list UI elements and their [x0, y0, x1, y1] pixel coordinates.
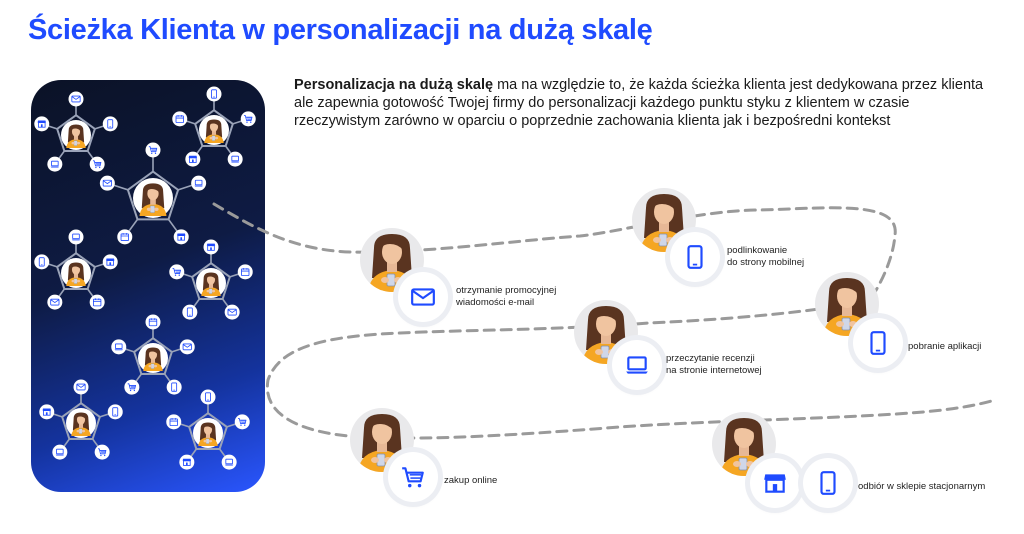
network-node	[89, 156, 105, 172]
network-edge	[126, 170, 180, 221]
store-icon	[750, 458, 800, 508]
network-hub	[34, 91, 118, 172]
step-label: podlinkowanie do strony mobilnej	[727, 245, 805, 268]
network-hub	[99, 142, 207, 245]
network-node	[34, 254, 50, 270]
network-edge	[55, 251, 97, 291]
network-edge	[187, 411, 229, 451]
mail-icon	[398, 272, 448, 322]
page-title: Ścieżka Klienta w personalizacji na dużą…	[28, 14, 653, 46]
intro-bold: Personalizacja na dużą skalę	[294, 77, 494, 93]
network-edge	[60, 401, 102, 441]
network-hub	[169, 239, 253, 320]
phone-icon	[803, 458, 853, 508]
network-node	[182, 304, 198, 320]
network-node	[145, 142, 161, 158]
step-label: przeczytanie recenzji na stronie interne…	[666, 353, 762, 376]
network-hub	[39, 379, 123, 460]
phone-icon	[853, 318, 903, 368]
network-node	[191, 175, 207, 191]
step-label: otrzymanie promocyjnej wiadomości e-mail	[456, 285, 557, 308]
network-hub	[166, 389, 250, 470]
network-node	[107, 404, 123, 420]
network-node	[173, 229, 189, 245]
intro-text: ma na względzie to, że każda ścieżka kli…	[294, 77, 984, 129]
laptop-icon	[612, 340, 662, 390]
network-node	[102, 116, 118, 132]
network-node	[203, 239, 219, 255]
network-node	[227, 151, 243, 167]
network-edge	[190, 261, 232, 301]
step-label: odbiór w sklepie stacjonarnym	[858, 481, 986, 492]
network-edge	[193, 108, 235, 148]
network-node	[34, 116, 50, 132]
network-graph	[34, 86, 256, 470]
network-node	[200, 389, 216, 405]
step-label: zakup online	[444, 475, 498, 486]
step-label: pobranie aplikacji	[908, 341, 982, 352]
network-node	[166, 379, 182, 395]
network-node	[111, 339, 127, 355]
cart-icon	[388, 452, 438, 502]
network-panel	[31, 80, 265, 492]
phone-icon	[670, 232, 720, 282]
network-node	[47, 156, 63, 172]
network-node	[68, 229, 84, 245]
intro-paragraph: Personalizacja na dużą skalę ma na wzglę…	[294, 76, 994, 130]
network-node	[52, 444, 68, 460]
network-hub	[34, 229, 118, 310]
network-hub	[172, 86, 256, 167]
network-node	[221, 454, 237, 470]
network-node	[169, 264, 185, 280]
network-hub	[111, 314, 195, 395]
network-edge	[55, 113, 97, 153]
network-edge	[132, 336, 174, 376]
network-node	[206, 86, 222, 102]
